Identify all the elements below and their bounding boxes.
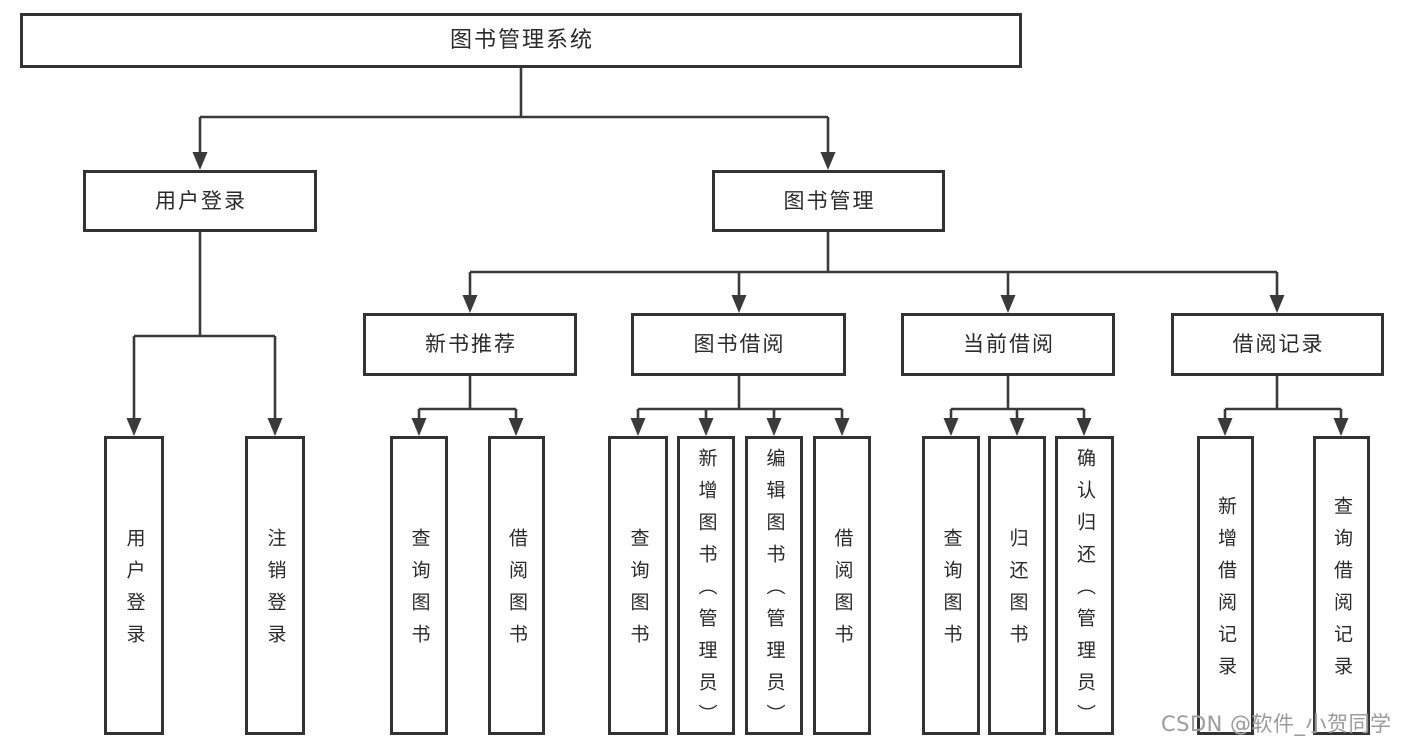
node-label: 当前借阅 [963, 332, 1055, 356]
node-label: 查询图书 [940, 528, 963, 656]
node-book-management: 图书管理 [712, 170, 945, 232]
leaf-add-borrow-record: 新增借阅记录 [1197, 436, 1254, 735]
leaf-query-books-recommend: 查询图书 [390, 436, 448, 735]
leaf-borrow-books-recommend: 借阅图书 [488, 436, 545, 735]
leaf-borrow-books: 借阅图书 [813, 436, 871, 735]
node-label: 查询图书 [627, 528, 650, 656]
node-label: 新增图书（管理员） [695, 448, 718, 736]
node-label: 查询图书 [408, 528, 431, 656]
node-label: 图书管理 [783, 188, 876, 213]
node-label: 图书借阅 [693, 332, 786, 356]
node-label: 用户登录 [155, 188, 247, 213]
node-user-login: 用户登录 [83, 170, 317, 232]
node-label: 注销登录 [264, 528, 287, 656]
node-library-management-system: 图书管理系统 [20, 13, 1022, 68]
node-current-borrowing: 当前借阅 [901, 313, 1115, 376]
csdn-watermark: CSDN @软件_小贺同学 [1161, 712, 1392, 736]
node-book-borrowing: 图书借阅 [631, 313, 846, 376]
node-label: 图书管理系统 [449, 27, 594, 53]
leaf-confirm-return-admin: 确认归还（管理员） [1055, 436, 1114, 736]
node-label: 新增借阅记录 [1215, 496, 1237, 688]
node-borrowing-records: 借阅记录 [1171, 313, 1384, 376]
leaf-return-books: 归还图书 [988, 436, 1046, 735]
node-label: 编辑图书（管理员） [763, 448, 786, 736]
leaf-edit-book-admin: 编辑图书（管理员） [745, 436, 803, 736]
node-label: 归还图书 [1006, 528, 1029, 656]
node-label: 查询借阅记录 [1331, 496, 1353, 688]
leaf-logout: 注销登录 [245, 436, 305, 735]
node-new-book-recommendation: 新书推荐 [363, 313, 577, 376]
leaf-query-borrow-record: 查询借阅记录 [1313, 436, 1370, 735]
leaf-add-book-admin: 新增图书（管理员） [677, 436, 735, 736]
leaf-user-login: 用户登录 [104, 436, 164, 735]
node-label: 新书推荐 [425, 332, 517, 356]
leaf-query-books-current: 查询图书 [922, 436, 980, 735]
connector-arrowheads [126, 152, 1349, 436]
node-label: 用户登录 [123, 528, 146, 656]
node-label: 确认归还（管理员） [1074, 448, 1096, 736]
leaf-query-books-borrowing: 查询图书 [608, 436, 668, 735]
node-label: 借阅图书 [506, 528, 528, 656]
node-label: 借阅记录 [1232, 332, 1325, 356]
node-label: 借阅图书 [831, 528, 854, 656]
